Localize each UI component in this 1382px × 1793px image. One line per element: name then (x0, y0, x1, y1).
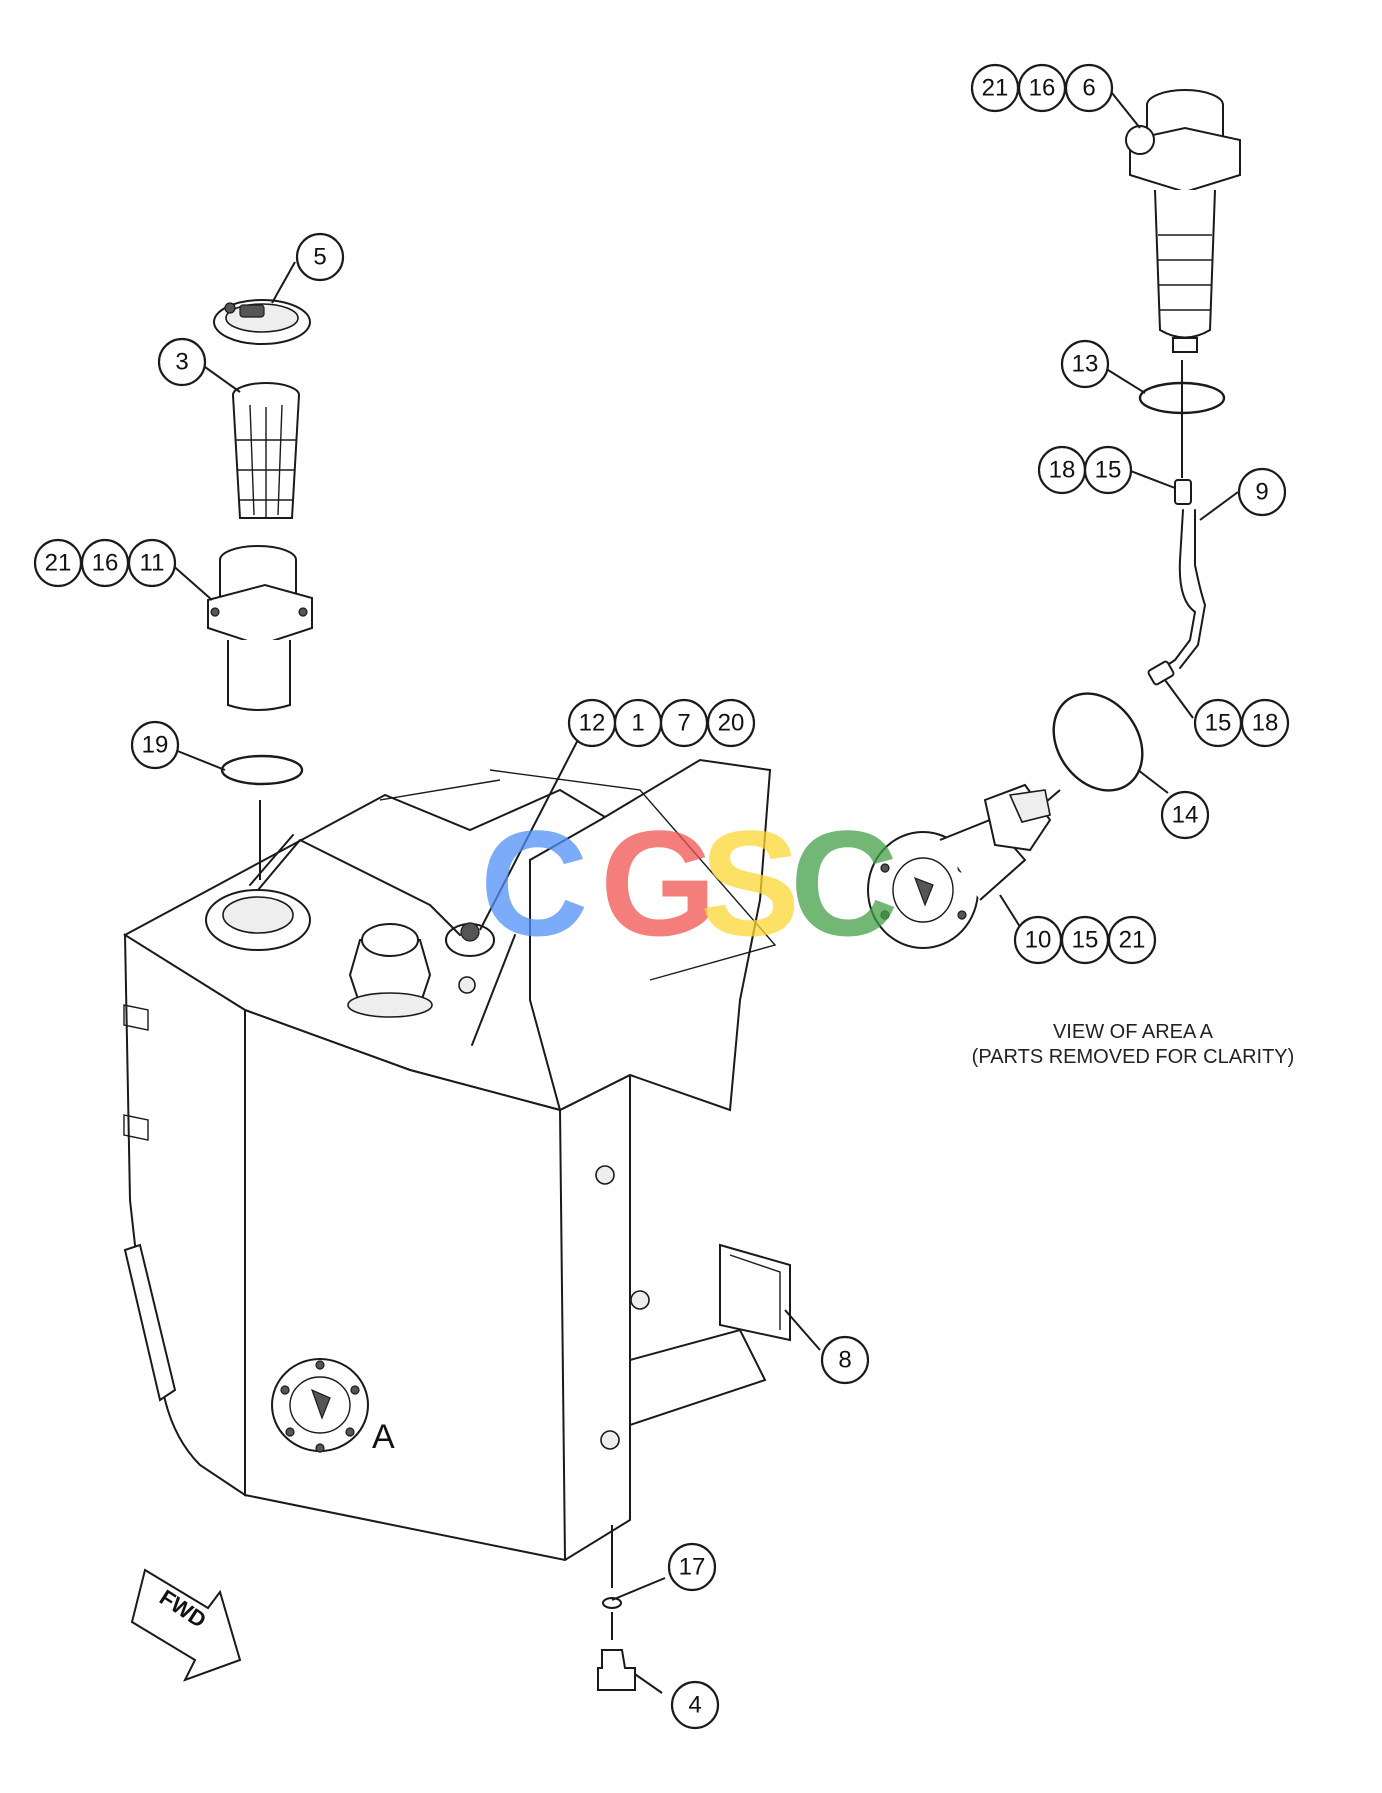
svg-text:15: 15 (1095, 457, 1122, 484)
svg-text:17: 17 (679, 1554, 706, 1581)
svg-text:13: 13 (1072, 351, 1099, 378)
access-cover-a (271, 1358, 369, 1453)
svg-text:11: 11 (140, 550, 165, 577)
o-ring-19 (220, 754, 304, 880)
callout-6: 6 (1064, 63, 1114, 113)
svg-text:21: 21 (1119, 927, 1146, 954)
svg-text:4: 4 (688, 1692, 701, 1719)
callout-18: 18 (1240, 698, 1290, 748)
watermark-letter: C (790, 799, 898, 967)
area-a-label: A (372, 1418, 395, 1456)
o-ring-13 (1138, 360, 1226, 478)
callout-4: 4 (670, 1680, 720, 1730)
svg-text:15: 15 (1072, 927, 1099, 954)
callout-8: 8 (820, 1335, 870, 1385)
svg-text:14: 14 (1172, 802, 1199, 829)
callout-7: 7 (659, 698, 709, 748)
svg-text:3: 3 (175, 349, 188, 376)
callout-11: 11 (127, 538, 177, 588)
callout-17: 17 (667, 1542, 717, 1592)
callout-20: 20 (706, 698, 756, 748)
svg-text:15: 15 (1205, 710, 1232, 737)
view-caption-line1: VIEW OF AREA A (1053, 1021, 1214, 1043)
fwd-arrow: FWD (130, 1568, 242, 1682)
level-sensor (867, 783, 1052, 949)
callout-16: 16 (80, 538, 130, 588)
svg-text:21: 21 (45, 550, 72, 577)
svg-text:10: 10 (1025, 927, 1052, 954)
callout-21: 21 (970, 63, 1020, 113)
callout-19: 19 (130, 720, 180, 770)
callout-18: 18 (1037, 445, 1087, 495)
svg-text:16: 16 (92, 550, 119, 577)
callout-10: 10 (1013, 915, 1063, 965)
svg-text:1: 1 (631, 710, 644, 737)
drain-plug (597, 1525, 636, 1691)
svg-text:12: 12 (579, 710, 606, 737)
callout-14: 14 (1160, 790, 1210, 840)
callout-21: 21 (1107, 915, 1157, 965)
svg-text:21: 21 (982, 75, 1009, 102)
callout-3: 3 (157, 337, 207, 387)
return-filter (1125, 89, 1241, 353)
svg-text:18: 18 (1252, 710, 1279, 737)
callout-15: 15 (1193, 698, 1243, 748)
callout-21: 21 (33, 538, 83, 588)
svg-text:20: 20 (718, 710, 745, 737)
callout-15: 15 (1060, 915, 1110, 965)
hose-assembly (1147, 479, 1206, 686)
svg-text:5: 5 (313, 244, 326, 271)
svg-text:9: 9 (1255, 479, 1268, 506)
callout-15: 15 (1083, 445, 1133, 495)
svg-text:7: 7 (677, 710, 690, 737)
svg-text:18: 18 (1049, 457, 1076, 484)
svg-text:19: 19 (142, 732, 169, 759)
callout-9: 9 (1237, 467, 1287, 517)
svg-text:6: 6 (1082, 75, 1095, 102)
svg-text:8: 8 (838, 1347, 851, 1374)
callout-12: 12 (567, 698, 617, 748)
watermark-letter: C (480, 799, 588, 967)
view-caption-line2: (PARTS REMOVED FOR CLARITY) (972, 1046, 1295, 1068)
callout-16: 16 (1017, 63, 1067, 113)
callout-13: 13 (1060, 339, 1110, 389)
strainer-basket (232, 382, 300, 519)
cgsc-watermark: C G S C (480, 799, 898, 967)
watermark-letter: G (600, 799, 717, 967)
svg-text:16: 16 (1029, 75, 1056, 102)
callout-5: 5 (295, 232, 345, 282)
tank-cap (213, 299, 311, 345)
filler-neck (207, 545, 313, 711)
callout-1: 1 (613, 698, 663, 748)
hydraulic-tank (123, 758, 791, 1562)
watermark-letter: S (700, 799, 800, 967)
